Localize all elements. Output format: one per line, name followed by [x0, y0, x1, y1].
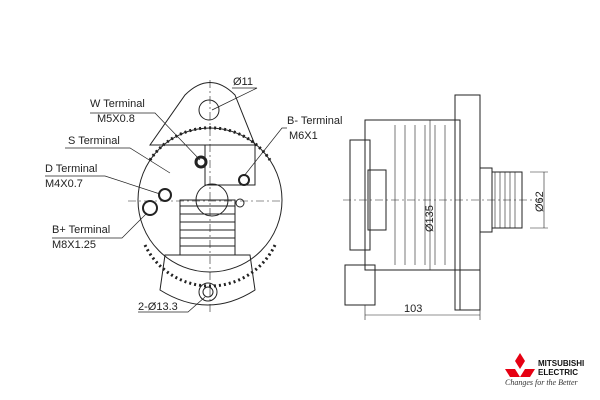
d-terminal-label: D Terminal	[45, 163, 98, 175]
pulley-diameter: Ø62	[534, 191, 546, 212]
w-terminal-thread: M5X0.8	[97, 113, 135, 125]
bplus-terminal-label: B+ Terminal	[52, 224, 111, 236]
d-terminal-thread: M4X0.7	[45, 178, 83, 190]
body-diameter: Ø135	[424, 205, 436, 232]
bottom-hole-diameter: 2-Ø13.3	[138, 301, 178, 313]
top-hole-diameter: Ø11	[233, 76, 253, 88]
mitsubishi-logo	[505, 353, 535, 377]
length-dimension: 103	[404, 303, 423, 315]
brand-name-line1: MITSUBISHI	[538, 359, 585, 368]
w-terminal-label: W Terminal	[90, 98, 145, 110]
s-terminal-label: S Terminal	[68, 135, 120, 147]
front-view	[45, 80, 287, 315]
brand-tagline: Changes for the Better	[505, 378, 578, 387]
side-view	[343, 94, 548, 320]
bplus-terminal-thread: M8X1.25	[52, 239, 97, 251]
brand-name-line2: ELECTRIC	[538, 368, 578, 377]
bminus-terminal-label: B- Terminal	[287, 115, 343, 127]
bminus-terminal-thread: M6X1	[289, 130, 318, 142]
